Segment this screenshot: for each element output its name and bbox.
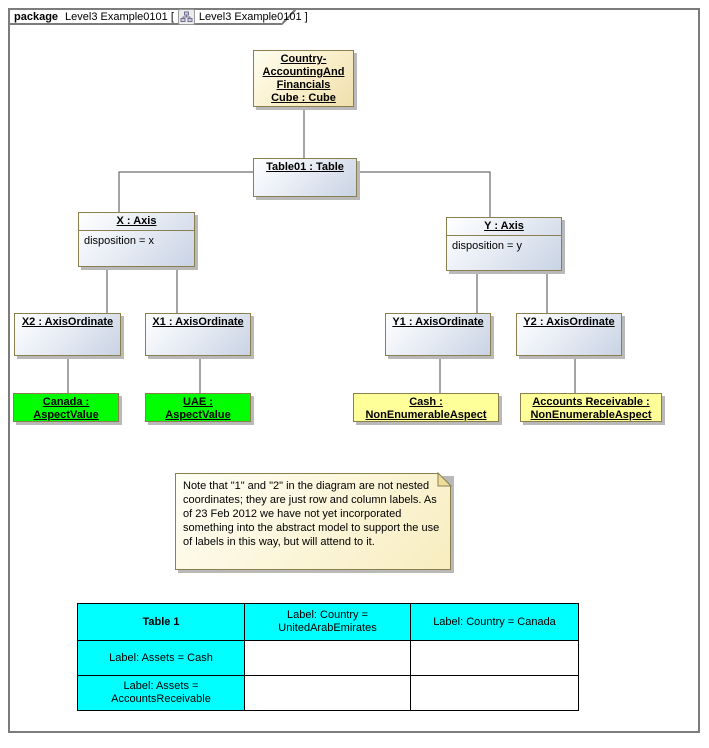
node-cash-line: Cash :: [409, 396, 443, 408]
grid-cell-empty: [244, 640, 411, 676]
node-table01-title: Table01 : Table: [266, 161, 344, 173]
diagram-frame: [8, 8, 700, 733]
node-accountsreceivable-line: Accounts Receivable :: [532, 396, 650, 408]
node-y2-title: Y2 : AxisOrdinate: [523, 316, 615, 328]
node-y1-axisordinate[interactable]: Y1 : AxisOrdinate: [385, 313, 491, 356]
table-row: Table 1 Label: Country = UnitedArabEmira…: [77, 603, 579, 641]
note[interactable]: Note that "1" and "2" in the diagram are…: [175, 473, 451, 570]
node-uae-line: UAE :: [183, 396, 213, 408]
grid-column-header: Label: Country = Canada: [410, 603, 579, 641]
node-x-axis[interactable]: X : Axis disposition = x: [78, 212, 195, 267]
note-text: Note that "1" and "2" in the diagram are…: [183, 480, 440, 548]
note-fold-corner: [437, 472, 452, 487]
table-row: Label: Assets = Cash: [77, 640, 579, 676]
edge-table01-xaxis: [118, 171, 253, 212]
node-y-axis[interactable]: Y : Axis disposition = y: [446, 217, 562, 271]
node-x2-axisordinate[interactable]: X2 : AxisOrdinate: [14, 313, 121, 356]
grid-row-header: Label: Assets = AccountsReceivable: [77, 675, 245, 711]
node-uae-line: AspectValue: [165, 409, 231, 421]
table-row: Label: Assets = AccountsReceivable: [77, 675, 579, 711]
grid-row-header: Label: Assets = Cash: [77, 640, 245, 676]
node-cube-title-line: Financials: [276, 79, 331, 91]
node-x1-title: X1 : AxisOrdinate: [152, 316, 244, 328]
node-accountsreceivable-nonenumerableaspect[interactable]: Accounts Receivable : NonEnumerableAspec…: [520, 393, 662, 422]
node-x1-axisordinate[interactable]: X1 : AxisOrdinate: [145, 313, 251, 356]
node-table01[interactable]: Table01 : Table: [253, 158, 357, 197]
node-uae-aspectvalue[interactable]: UAE : AspectValue: [145, 393, 251, 422]
node-x2-title: X2 : AxisOrdinate: [21, 316, 114, 328]
frame-kind-label: package: [14, 11, 59, 23]
node-canada-line: Canada :: [42, 396, 90, 408]
frame-tab-shape: [8, 8, 299, 25]
node-cash-nonenumerableaspect[interactable]: Cash : NonEnumerableAspect: [353, 393, 499, 422]
node-cash-line: NonEnumerableAspect: [365, 409, 487, 421]
grid-cell-empty: [410, 675, 579, 711]
node-y-axis-title: Y : Axis: [447, 218, 561, 236]
node-x-axis-title: X : Axis: [79, 213, 194, 231]
grid-title-cell: Table 1: [77, 603, 245, 641]
node-canada-aspectvalue[interactable]: Canada : AspectValue: [13, 393, 119, 422]
node-cube[interactable]: Country- AccountingAnd Financials Cube :…: [253, 50, 354, 107]
frame-diagram-name: Level3 Example0101 ]: [198, 11, 308, 23]
node-accountsreceivable-line: NonEnumerableAspect: [530, 409, 652, 421]
edge-table01-yaxis: [357, 171, 491, 217]
node-cube-title-line: Cube : Cube: [271, 92, 336, 104]
uml-diagram-icon: [177, 9, 195, 25]
frame-package-name: Level3 Example0101 [: [65, 11, 174, 23]
node-canada-line: AspectValue: [33, 409, 99, 421]
grid-column-header: Label: Country = UnitedArabEmirates: [244, 603, 411, 641]
node-y1-title: Y1 : AxisOrdinate: [392, 316, 484, 328]
node-cube-title-line: Country-: [280, 53, 327, 65]
node-x-axis-attribute: disposition = x: [84, 235, 155, 247]
frame-tab: package Level3 Example0101 [ Level3 Exam…: [14, 9, 308, 25]
node-y2-axisordinate[interactable]: Y2 : AxisOrdinate: [516, 313, 622, 356]
node-y-axis-attribute: disposition = y: [452, 240, 523, 252]
result-table: Table 1 Label: Country = UnitedArabEmira…: [77, 603, 579, 711]
grid-cell-empty: [410, 640, 579, 676]
node-cube-title-line: AccountingAnd: [262, 66, 345, 78]
grid-cell-empty: [244, 675, 411, 711]
